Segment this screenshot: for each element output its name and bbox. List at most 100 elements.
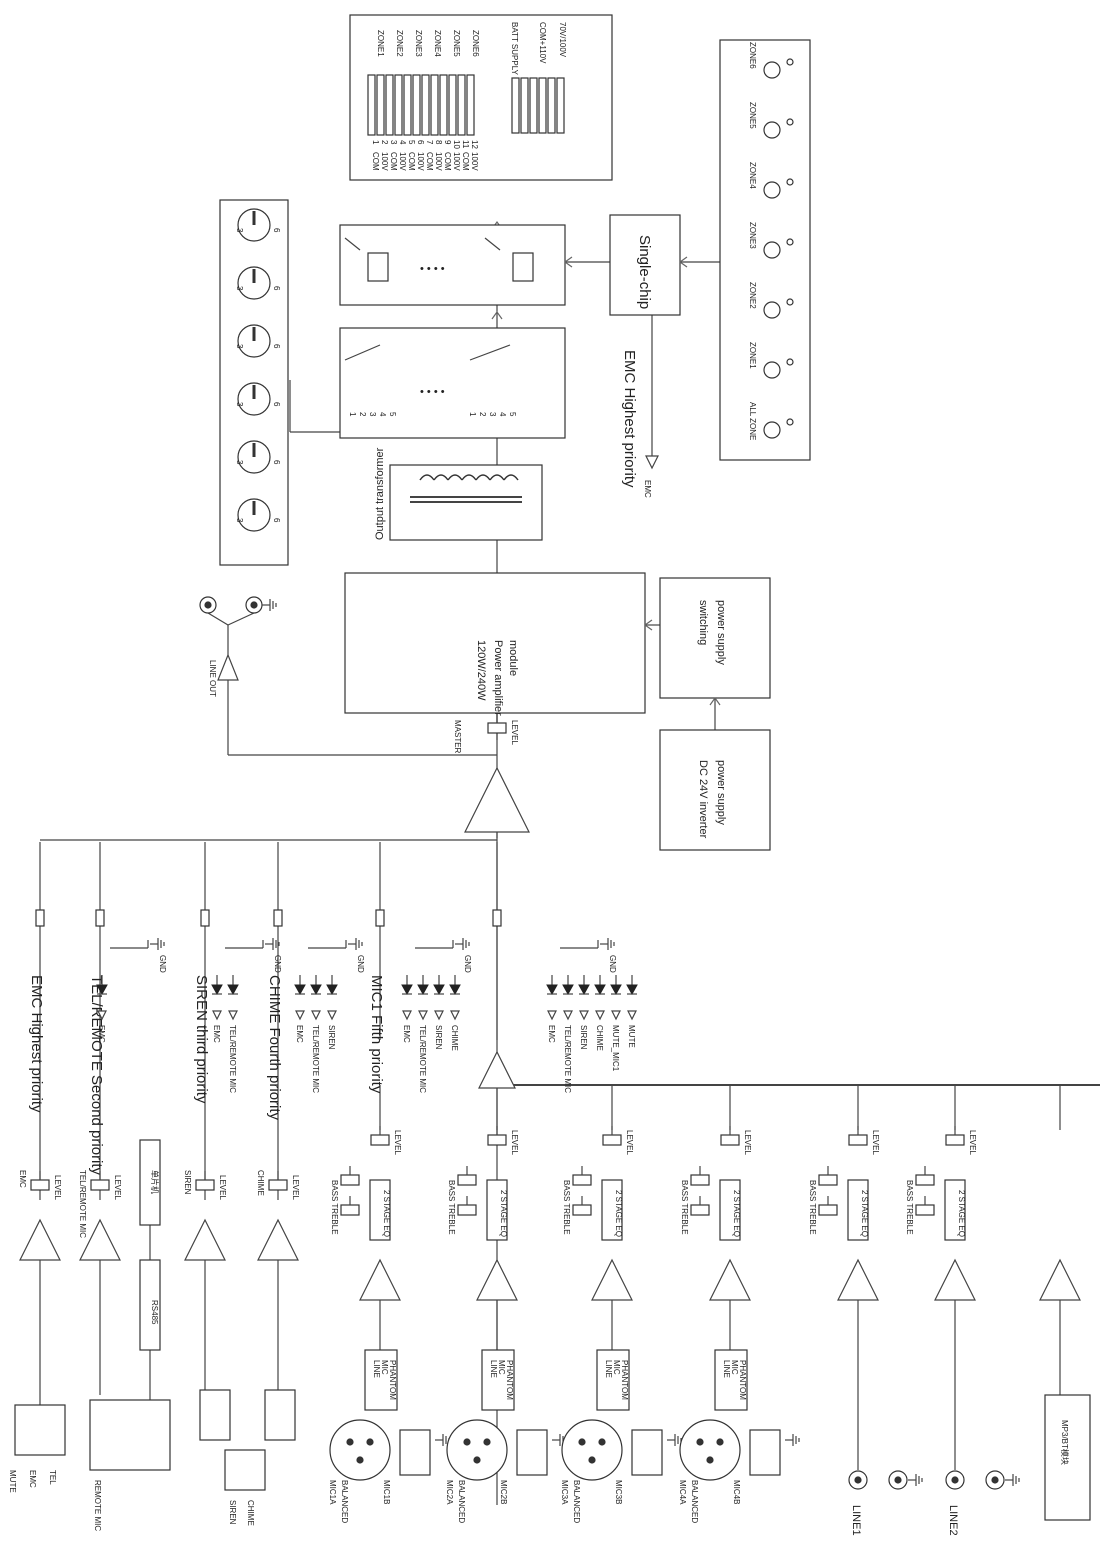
emc-zone-priority-label: EMC Highest priority — [621, 350, 638, 488]
zone-led-icon — [786, 178, 794, 186]
terminal-label: 100V — [398, 152, 407, 171]
rca-connector-icon — [250, 601, 258, 609]
mcu-label: 单片机 — [150, 1170, 160, 1194]
knob-number: 3 — [235, 518, 244, 523]
eq-label: 2 STAGE EQ — [499, 1190, 508, 1237]
mic-a-label: MIC1A — [328, 1480, 337, 1505]
emc-net-label: EMC — [643, 480, 652, 498]
priority-label-mic1: MIC1 Fifth priority — [368, 975, 385, 1094]
siren-box — [199, 1389, 231, 1441]
net-label: EMC — [18, 1170, 27, 1188]
selector-tap-number: 2 — [358, 412, 367, 417]
channel-amplifier-icon — [79, 1218, 121, 1261]
terminal-block-icon — [511, 77, 520, 134]
terminal-number: 1 — [371, 140, 380, 145]
level-label: LEVEL — [291, 1175, 300, 1200]
net-label: TEL/REMOTE MIC — [228, 1025, 237, 1093]
terminal-block-icon — [439, 74, 448, 136]
bass-pot-icon — [340, 1204, 360, 1216]
terminal-number: 10 — [452, 140, 461, 149]
line-label: LINE — [722, 1360, 731, 1378]
mp3-bt-label: MP3/BT模块 — [1060, 1420, 1070, 1465]
level-label: LEVEL — [218, 1175, 227, 1200]
transformer-winding-icon — [419, 474, 435, 481]
xlr-connector-icon — [329, 1419, 391, 1481]
gnd-label: GND — [463, 955, 472, 973]
net-label: EMC — [402, 1025, 411, 1043]
bass-treble-label: BASS TREBLE — [680, 1180, 689, 1235]
channel-amplifier-icon — [184, 1218, 226, 1261]
dc-inverter-power-supply — [659, 729, 771, 851]
net-input-icon — [97, 1010, 107, 1021]
jack-connector-icon — [516, 1429, 548, 1476]
line-out-buffer-icon — [217, 653, 239, 681]
diode-icon — [211, 984, 223, 996]
terminal-block-icon — [529, 77, 538, 134]
mp3-bt-module — [1044, 1394, 1091, 1521]
eq-label: 2 STAGE EQ — [614, 1190, 623, 1237]
level-pot-icon — [30, 1179, 50, 1191]
xlr-pin-icon — [463, 1438, 471, 1446]
knob-number: 6 — [272, 344, 281, 349]
selector-tap-number: 1 — [468, 412, 477, 417]
channel-amplifier-icon — [19, 1218, 61, 1261]
level-label: LEVEL — [113, 1175, 122, 1200]
knob-number: 6 — [272, 228, 281, 233]
chime-input-label: CHIME — [246, 1500, 255, 1526]
terminal-block-icon — [448, 74, 457, 136]
xlr-pin-icon — [483, 1438, 491, 1446]
level-label: LEVEL — [871, 1130, 880, 1155]
net-label: SIREN — [327, 1025, 336, 1050]
terminal-number: 5 — [407, 140, 416, 145]
terminal-label: COM — [443, 152, 452, 171]
arrow-left-icon — [678, 256, 688, 268]
net-label: TEL/REMOTE MIC — [563, 1025, 572, 1093]
preamp-triangle — [464, 766, 530, 833]
selector-tap-number: 5 — [388, 412, 397, 417]
net-label: SIREN — [434, 1025, 443, 1050]
net-input-icon — [311, 1010, 321, 1021]
level-pot-icon — [848, 1134, 868, 1146]
line-out-wire — [227, 612, 255, 626]
bass-pot-icon — [818, 1204, 838, 1216]
zone-button-label: ZONE6 — [748, 42, 757, 69]
terminal-label: COM — [371, 152, 380, 171]
terminal-label: COM — [389, 152, 398, 171]
treble-pot-icon — [818, 1174, 838, 1186]
line-input-label: LINE2 — [947, 1505, 959, 1536]
treble-pot-icon — [340, 1174, 360, 1186]
bass-treble-label: BASS TREBLE — [808, 1180, 817, 1235]
transformer-winding-icon — [461, 474, 477, 481]
xlr-pin-icon — [578, 1438, 586, 1446]
knob-number: 6 — [272, 518, 281, 523]
selector-tap-number: 5 — [508, 412, 517, 417]
mcu-box — [139, 1139, 161, 1226]
terminal-block-icon — [457, 74, 466, 136]
input-amplifier-icon — [359, 1258, 401, 1301]
diode-icon — [578, 984, 590, 996]
arrow-up-icon — [709, 696, 721, 706]
terminal-label: COM — [461, 152, 470, 171]
mic-line-select-box — [364, 1349, 398, 1411]
input-amplifier-icon — [476, 1258, 518, 1301]
rca-connector-icon — [854, 1476, 862, 1484]
ellipsis-label: • • • • — [420, 263, 445, 275]
net-label: EMC — [547, 1025, 556, 1043]
mic-label: MIC — [612, 1360, 621, 1375]
line-input-label: LINE1 — [850, 1505, 862, 1536]
remote-mic-connector — [89, 1399, 171, 1471]
diode-icon — [294, 984, 306, 996]
priority-label-siren: SIREN third priority — [193, 975, 210, 1104]
terminal-number: 6 — [416, 140, 425, 145]
bass-pot-icon — [915, 1204, 935, 1216]
terminal-number: 11 — [461, 140, 470, 149]
arrow-left-icon — [563, 256, 573, 268]
mic-line-select-box — [481, 1349, 515, 1411]
phantom-label: PHANTOM — [738, 1360, 747, 1400]
master-level-label: LEVEL — [510, 720, 519, 745]
zone-connector-label: ZONE6 — [471, 30, 480, 57]
zone-button-icon — [763, 121, 781, 139]
diode-icon — [433, 984, 445, 996]
diode-icon — [626, 984, 638, 996]
selector-switch-icon — [469, 344, 511, 361]
